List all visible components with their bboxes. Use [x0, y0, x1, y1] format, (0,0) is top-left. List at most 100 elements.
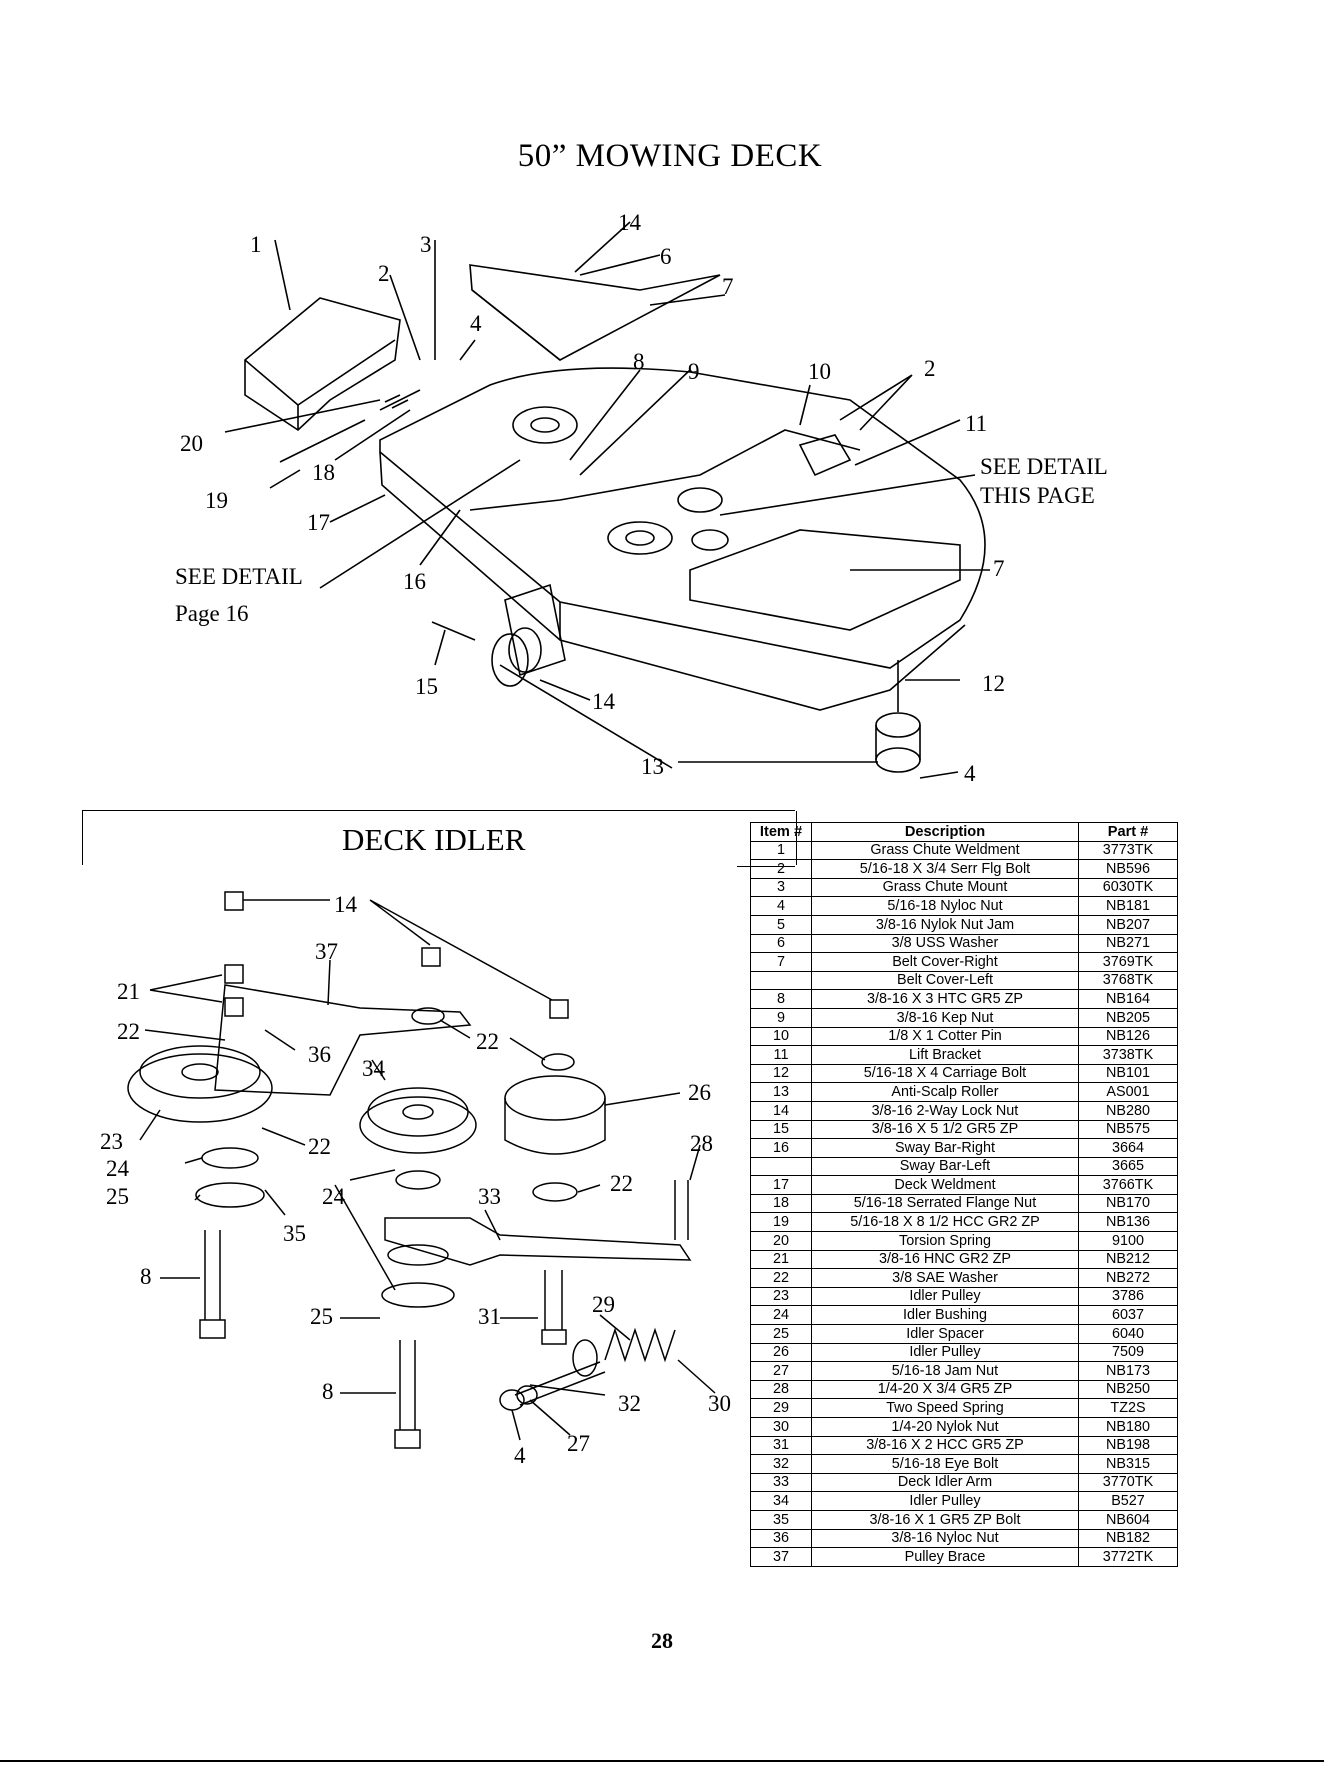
cell-item: 22: [750, 1268, 812, 1288]
eye-bolt: [514, 1361, 606, 1406]
cell-part: 9100: [1078, 1231, 1178, 1251]
cell-item: 7: [750, 952, 812, 972]
idler-callout-22c: 22: [308, 1134, 331, 1159]
callout-4b: 4: [964, 761, 976, 786]
idler-callout-36: 36: [308, 1042, 331, 1067]
cell-part: NB315: [1078, 1454, 1178, 1474]
idler-callout-24b: 24: [322, 1184, 345, 1209]
cell-description: Two Speed Spring: [811, 1398, 1079, 1418]
callout-16: 16: [403, 569, 426, 594]
bolt-8a: [204, 1230, 221, 1320]
header-description: Description: [811, 822, 1079, 842]
cell-description: 3/8-16 X 3 HTC GR5 ZP: [811, 989, 1079, 1009]
pulley-center: [607, 521, 673, 555]
cell-item: 23: [750, 1286, 812, 1307]
cell-item: 3: [750, 877, 812, 898]
cell-item: 37: [750, 1547, 812, 1567]
callout-15: 15: [415, 674, 438, 699]
cell-description: 3/8-16 X 1 GR5 ZP Bolt: [811, 1509, 1079, 1530]
belt-cover-right: [689, 529, 961, 631]
cell-item: 26: [750, 1342, 812, 1363]
callout-12: 12: [982, 671, 1005, 696]
cell-description: Grass Chute Weldment: [811, 840, 1079, 861]
cell-part: 6037: [1078, 1305, 1178, 1326]
cell-part: NB182: [1078, 1528, 1178, 1549]
torsion-spring: [379, 389, 421, 411]
cell-part: NB271: [1078, 933, 1178, 954]
idler-callout-26: 26: [688, 1080, 711, 1105]
header-part: Part #: [1078, 822, 1178, 842]
callout-13: 13: [641, 754, 664, 779]
callout-4a: 4: [470, 311, 482, 336]
cell-part: NB250: [1078, 1379, 1178, 1400]
cell-part: 3665: [1078, 1156, 1178, 1177]
cell-description: Anti-Scalp Roller: [811, 1082, 1079, 1102]
cell-part: NB136: [1078, 1212, 1178, 1233]
idler-callout-24a: 24: [106, 1156, 129, 1181]
cell-description: 1/4-20 X 3/4 GR5 ZP: [811, 1379, 1079, 1400]
callout-11: 11: [965, 411, 988, 436]
cell-item: 14: [750, 1100, 812, 1121]
cell-item: [750, 970, 812, 991]
cell-part: NB575: [1078, 1119, 1178, 1140]
cell-part: NB207: [1078, 914, 1178, 935]
cell-item: 9: [750, 1007, 812, 1028]
pulley-brace: [214, 984, 472, 1096]
cell-description: Idler Bushing: [811, 1305, 1079, 1326]
cell-part: NB198: [1078, 1435, 1178, 1456]
cell-description: 3/8-16 2-Way Lock Nut: [811, 1100, 1079, 1121]
bolt-19: [279, 419, 366, 463]
cell-item: 36: [750, 1528, 812, 1549]
cell-description: 3/8 SAE Washer: [811, 1268, 1079, 1288]
cell-description: Lift Bracket: [811, 1045, 1079, 1065]
cell-part: NB170: [1078, 1193, 1178, 1214]
cell-item: 16: [750, 1138, 812, 1158]
cell-item: 21: [750, 1249, 812, 1270]
callout-14a: 14: [618, 210, 641, 235]
cell-description: Idler Pulley: [811, 1491, 1079, 1511]
idler-callout-25a: 25: [106, 1184, 129, 1209]
cell-item: 25: [750, 1324, 812, 1344]
cell-item: 1: [750, 840, 812, 861]
cell-part: NB180: [1078, 1417, 1178, 1437]
cell-part: NB596: [1078, 859, 1178, 879]
cell-item: 33: [750, 1472, 812, 1493]
idler-callout-22a: 22: [117, 1019, 140, 1044]
cell-item: 12: [750, 1063, 812, 1084]
cell-description: 5/16-18 X 3/4 Serr Flg Bolt: [811, 859, 1079, 879]
cell-item: 10: [750, 1026, 812, 1047]
cell-part: 3664: [1078, 1138, 1178, 1158]
cell-item: 5: [750, 914, 812, 935]
idler-pulley-23: [127, 1053, 273, 1123]
idler-callout-27: 27: [567, 1431, 590, 1456]
cell-part: 3766TK: [1078, 1175, 1178, 1195]
cell-item: 24: [750, 1305, 812, 1326]
cell-part: NB212: [1078, 1249, 1178, 1270]
callout-14b: 14: [592, 689, 615, 714]
grass-chute: [244, 297, 401, 432]
cell-item: 32: [750, 1454, 812, 1474]
page-number: 28: [651, 1628, 673, 1653]
bolt-8b: [399, 1340, 416, 1430]
idler-pulley-34: [359, 1096, 477, 1154]
cell-description: Deck Idler Arm: [811, 1472, 1079, 1493]
cell-part: 3769TK: [1078, 952, 1178, 972]
roller-rear-upper: [875, 712, 921, 738]
callout-20: 20: [180, 431, 203, 456]
callout-3: 3: [420, 232, 432, 257]
cell-item: 17: [750, 1175, 812, 1195]
cell-item: 35: [750, 1509, 812, 1530]
